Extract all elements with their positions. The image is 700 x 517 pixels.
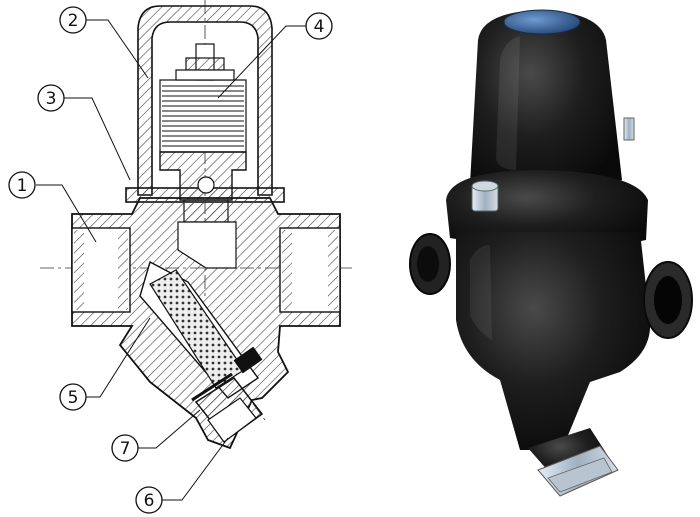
callout-7-label: 7 <box>120 439 131 459</box>
callout-5-label: 5 <box>68 388 79 408</box>
photo-bonnet <box>470 10 622 192</box>
product-photo <box>409 9 693 497</box>
callout-3: 3 <box>37 84 65 112</box>
callout-1-label: 1 <box>17 176 28 196</box>
flow-passage <box>177 221 237 269</box>
callout-6-label: 6 <box>144 491 155 511</box>
cross-section-drawing: 1 2 3 4 5 7 6 <box>8 0 352 514</box>
photo-cap-label <box>503 9 581 35</box>
callout-4-label: 4 <box>314 17 325 37</box>
bellows-icon <box>159 43 247 153</box>
gasket <box>191 372 233 402</box>
valve-ball <box>197 176 215 194</box>
callout-2-label: 2 <box>68 11 79 31</box>
callout-4: 4 <box>305 12 333 40</box>
callout-2: 2 <box>59 6 87 34</box>
photo-plug-nut <box>537 445 619 497</box>
photo-body <box>456 232 651 450</box>
callout-5: 5 <box>59 383 87 411</box>
callout-7: 7 <box>111 434 139 462</box>
hex-bolt-icon <box>194 346 264 443</box>
callout-3-label: 3 <box>46 89 57 109</box>
photo-bolt-left <box>471 180 499 212</box>
leader-lines <box>36 19 306 501</box>
bonnet <box>137 5 273 196</box>
callout-6: 6 <box>135 486 163 514</box>
photo-bolt-right <box>623 117 635 141</box>
callout-1: 1 <box>8 171 36 199</box>
